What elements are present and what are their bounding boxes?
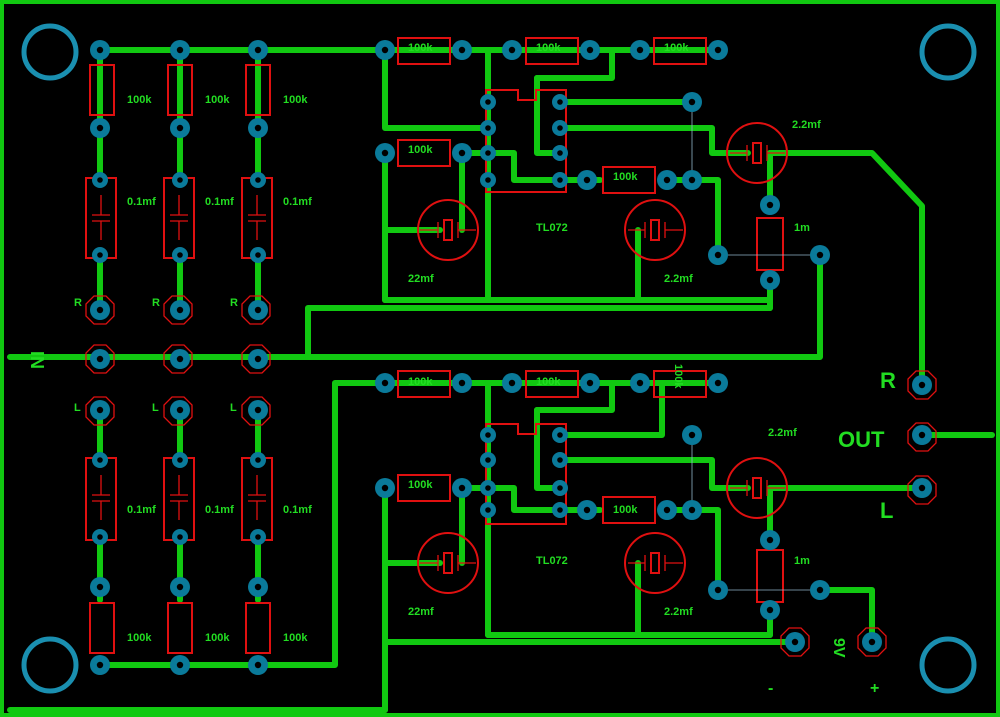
mount-hole-top-left: [21, 23, 79, 81]
label-r-low-3: 100k: [283, 632, 308, 644]
label-out-r: R: [880, 368, 896, 393]
label-l-ch-2: L: [152, 402, 159, 414]
label-c22-low: 22mf: [408, 606, 434, 618]
label-c2-top-b: 2.2mf: [792, 119, 821, 131]
label-r-top-3: 100k: [283, 94, 308, 106]
label-c2-low-b: 2.2mf: [768, 427, 797, 439]
mounting-holes: [21, 23, 977, 694]
label-r7: 100k: [536, 376, 561, 388]
label-r-low-1: 100k: [127, 632, 152, 644]
mount-hole-bottom-right: [919, 636, 977, 694]
label-9v: 9V: [830, 638, 847, 658]
label-r-top-2: 100k: [205, 94, 230, 106]
label-c2-low-a: 2.2mf: [664, 606, 693, 618]
label-l-ch-3: L: [230, 402, 237, 414]
label-r1: 100k: [408, 42, 433, 54]
label-1m-top: 1m: [794, 222, 810, 234]
label-r3: 100k: [664, 42, 689, 54]
label-r4: 100k: [408, 144, 433, 156]
label-minus: -: [768, 680, 773, 697]
label-r5: 100k: [613, 171, 638, 183]
label-r9: 100k: [408, 479, 433, 491]
label-r8: 100k: [672, 364, 684, 389]
label-c-low-1: 0.1mf: [127, 504, 156, 516]
label-c-low-2: 0.1mf: [205, 504, 234, 516]
label-1m-low: 1m: [794, 555, 810, 567]
label-l-ch-1: L: [74, 402, 81, 414]
copper-traces: [7, 47, 995, 713]
labels: 100k 100k 100k 0.1mf 0.1mf 0.1mf R R R I…: [27, 42, 896, 697]
label-c-top-1: 0.1mf: [127, 196, 156, 208]
mount-hole-bottom-left: [21, 636, 79, 694]
label-opamp-low: TL072: [536, 555, 568, 567]
label-c-top-3: 0.1mf: [283, 196, 312, 208]
label-in: IN: [27, 351, 47, 369]
label-r10: 100k: [613, 504, 638, 516]
label-opamp-top: TL072: [536, 222, 568, 234]
label-r-ch-2: R: [152, 297, 160, 309]
label-r-ch-3: R: [230, 297, 238, 309]
label-r2: 100k: [536, 42, 561, 54]
mount-hole-top-right: [919, 23, 977, 81]
label-c-low-3: 0.1mf: [283, 504, 312, 516]
label-r-top-1: 100k: [127, 94, 152, 106]
label-r6: 100k: [408, 376, 433, 388]
label-c-top-2: 0.1mf: [205, 196, 234, 208]
label-c22-top: 22mf: [408, 273, 434, 285]
label-out: OUT: [838, 427, 885, 452]
label-r-ch-1: R: [74, 297, 82, 309]
label-r-low-2: 100k: [205, 632, 230, 644]
label-plus: +: [870, 680, 879, 697]
label-out-l: L: [880, 498, 893, 523]
ratsnest: [691, 102, 820, 591]
silkscreen: [85, 37, 937, 657]
label-c2-top-a: 2.2mf: [664, 273, 693, 285]
